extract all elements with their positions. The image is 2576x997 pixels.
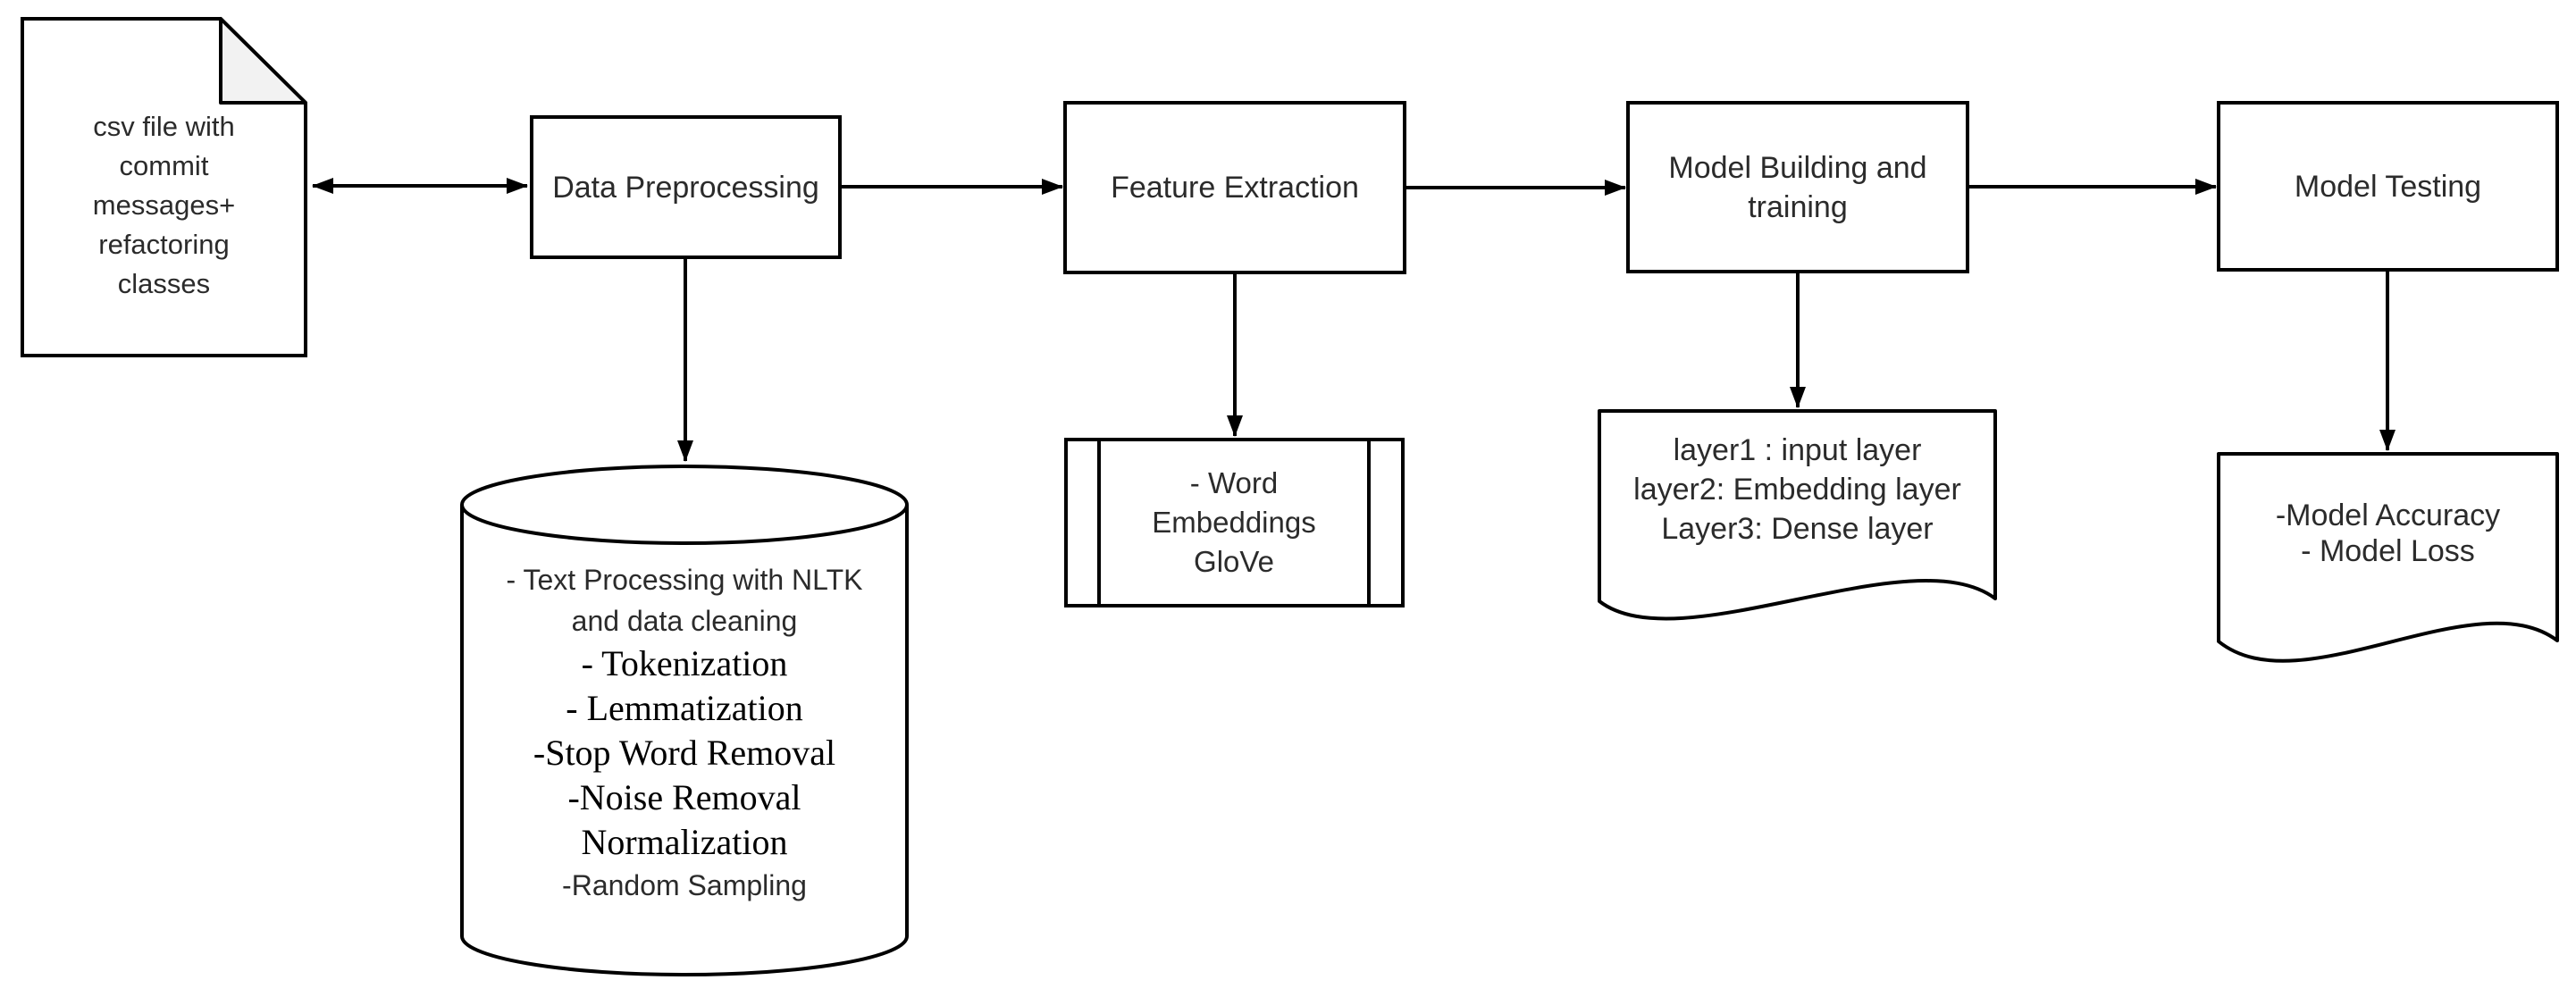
page-fold-icon	[219, 17, 307, 105]
model-layers-label: layer1 : input layer layer2: Embedding l…	[1633, 433, 1961, 546]
list-item: -Random Sampling	[562, 869, 807, 901]
list-item: and data cleaning	[571, 605, 798, 637]
model-layers-document-shape	[1598, 409, 1997, 621]
data-preprocessing-box	[530, 115, 842, 259]
list-item: Normalization	[581, 822, 788, 862]
model-results-label: -Model Accuracy - Model Loss	[2275, 498, 2501, 568]
list-item: - Tokenization	[581, 643, 788, 683]
cylinder-top-ellipse	[460, 504, 909, 545]
model-testing-label: Model Testing	[2294, 169, 2482, 204]
feature-extraction-label: Feature Extraction	[1111, 171, 1359, 205]
data-preprocessing-label: Data Preprocessing	[552, 170, 819, 205]
word-embeddings-label: - Word Embeddings GloVe	[1152, 466, 1316, 578]
list-item: - Text Processing with NLTK	[506, 564, 863, 596]
database-cylinder-shape	[460, 465, 909, 976]
list-item: -Stop Word Removal	[533, 733, 836, 773]
model-results-document-shape	[2217, 452, 2559, 663]
model-testing-box	[2217, 101, 2559, 272]
preprocessing-steps-list: - Text Processing with NLTK and data cle…	[462, 559, 907, 906]
list-item: -Noise Removal	[567, 777, 801, 817]
list-item: - Lemmatization	[566, 688, 803, 728]
csv-file-label: csv file with commit messages+ refactori…	[92, 111, 236, 299]
word-embeddings-shape	[1064, 438, 1405, 607]
model-building-label: Model Building and training	[1668, 150, 1927, 224]
model-building-box	[1626, 101, 1969, 273]
